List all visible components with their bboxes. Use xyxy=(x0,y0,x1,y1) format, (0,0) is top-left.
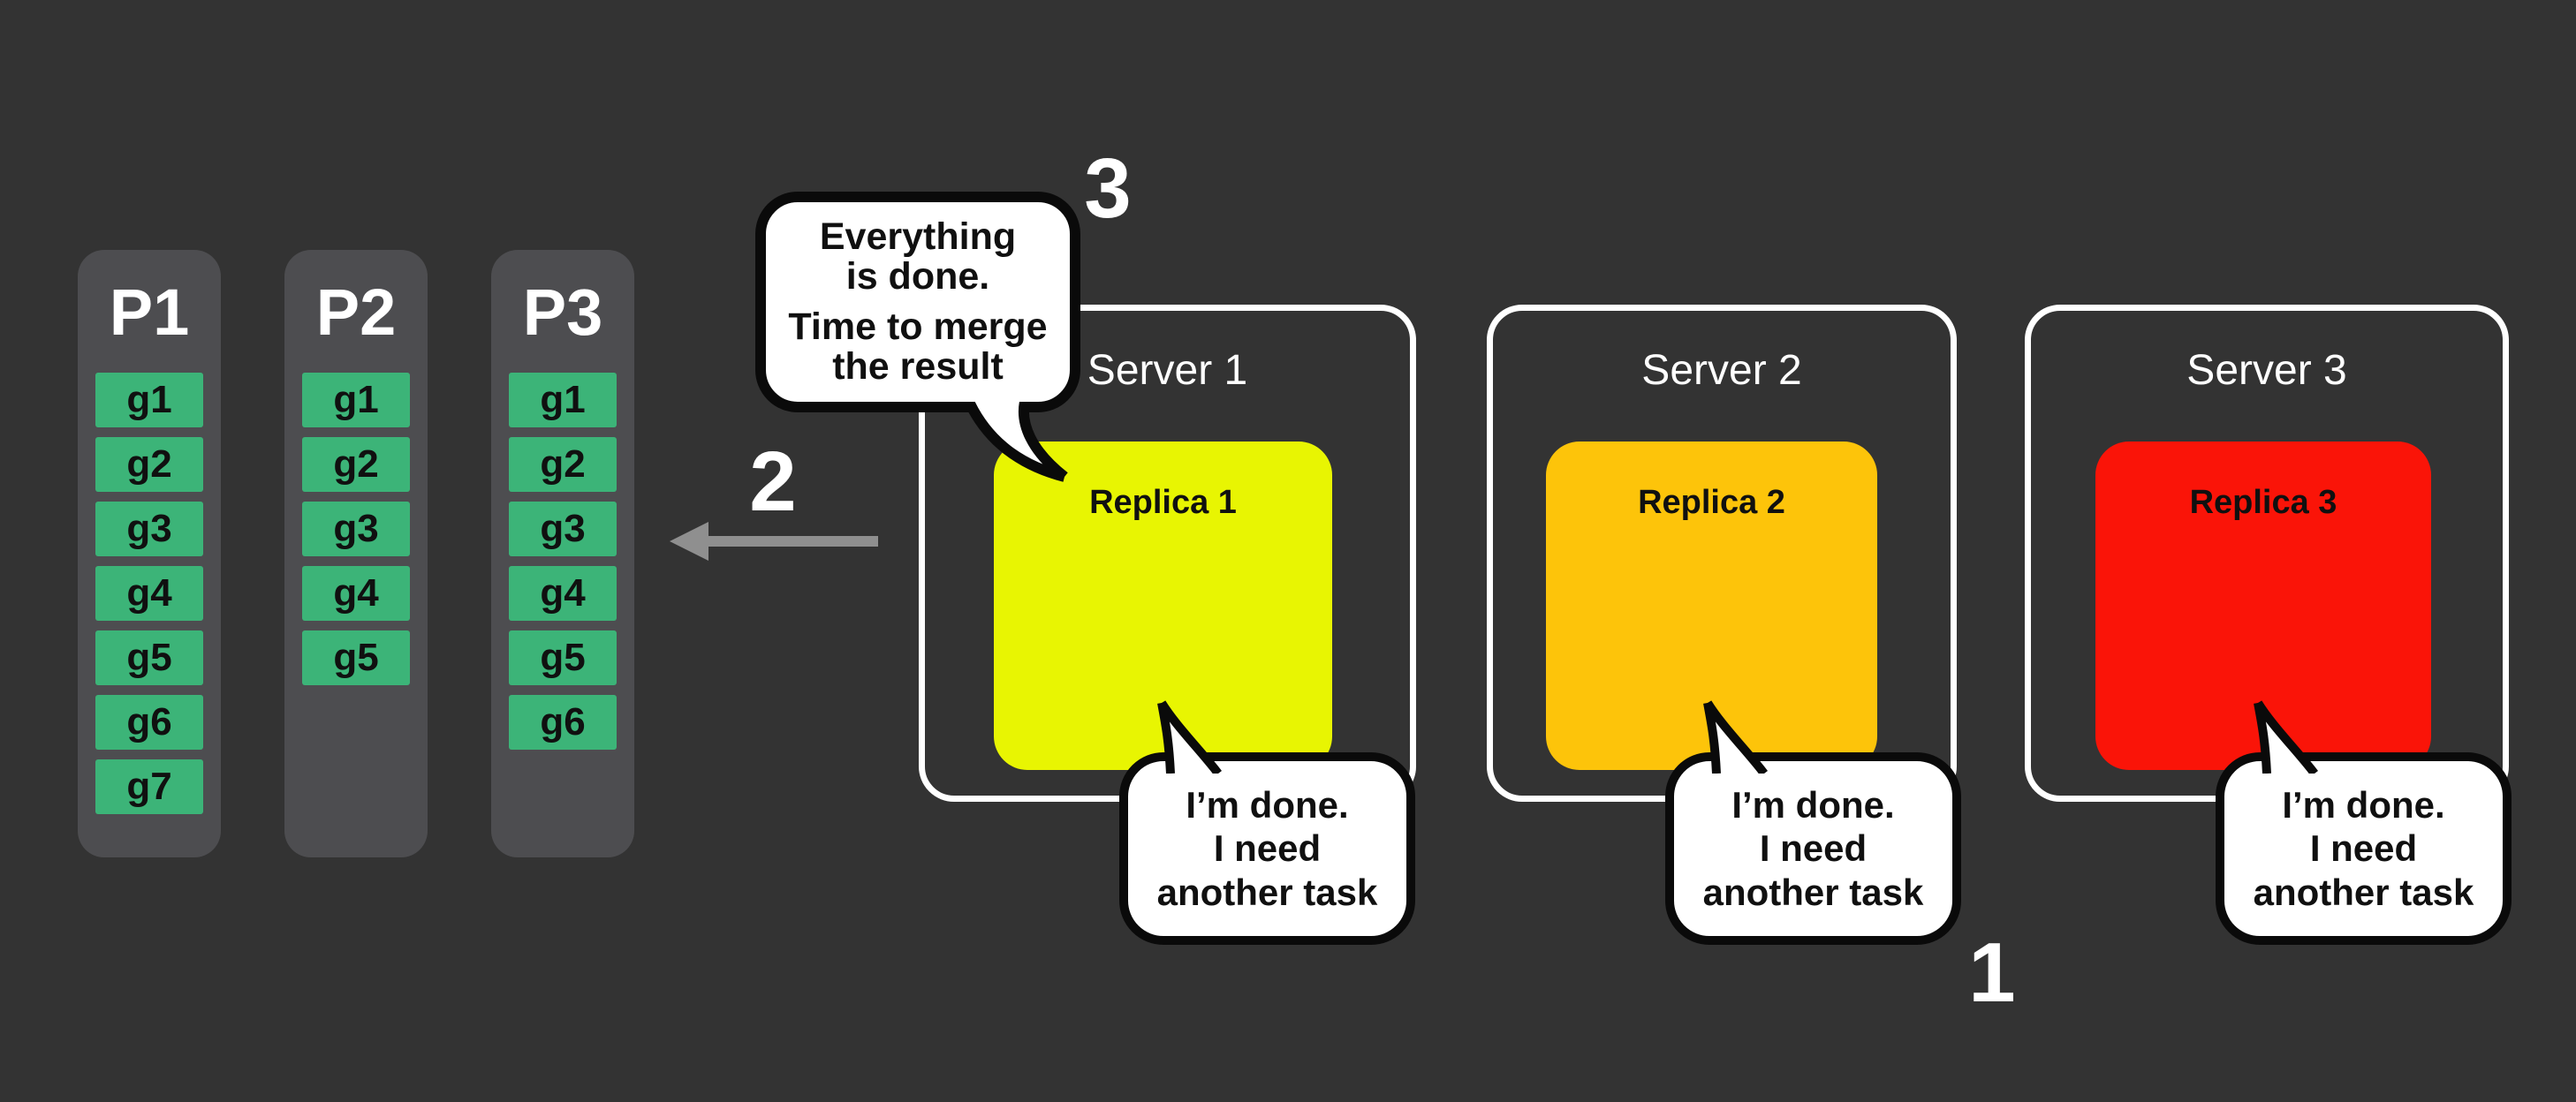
speech-text: I’m done. I need another task xyxy=(1156,783,1378,913)
step-label-1: 1 xyxy=(1968,925,2016,1020)
server-title: Server 3 xyxy=(2186,347,2347,394)
task-list: g1 g2 g3 g4 g5 g6 xyxy=(509,373,617,751)
partition-title: P1 xyxy=(109,276,190,349)
task-chip: g2 xyxy=(509,437,617,493)
speech-bubble-done-3: I’m done. I need another task xyxy=(2216,752,2512,945)
partition-title: P2 xyxy=(315,276,397,349)
speech-bubble-done-2: I’m done. I need another task xyxy=(1665,752,1961,945)
task-chip: g4 xyxy=(95,566,203,622)
partition-p2: P2 g1 g2 g3 g4 g5 xyxy=(284,250,428,857)
task-chip: g7 xyxy=(95,759,203,815)
task-chip: g1 xyxy=(95,373,203,428)
task-chip: g3 xyxy=(95,502,203,557)
task-chip: g2 xyxy=(95,437,203,493)
replica-label: Replica 2 xyxy=(1638,484,1785,521)
speech-bubble-tail xyxy=(1703,700,1768,774)
speech-bubble-tail xyxy=(1157,700,1222,774)
task-chip: g5 xyxy=(509,630,617,686)
task-list: g1 g2 g3 g4 g5 xyxy=(302,373,410,686)
speech-text: Everything is done. xyxy=(819,215,1017,298)
task-list: g1 g2 g3 g4 g5 g6 g7 xyxy=(95,373,203,815)
server-title: Server 1 xyxy=(1087,347,1248,394)
replica-label: Replica 1 xyxy=(1089,484,1237,521)
task-chip: g4 xyxy=(302,566,410,622)
speech-text: I’m done. I need another task xyxy=(2253,783,2474,913)
speech-bubble-merge: Everything is done. Time to merge the re… xyxy=(755,192,1080,412)
task-chip: g3 xyxy=(302,502,410,557)
left-arrow-icon xyxy=(670,522,878,561)
task-chip: g4 xyxy=(509,566,617,622)
task-chip: g1 xyxy=(509,373,617,428)
partition-p1: P1 g1 g2 g3 g4 g5 g6 g7 xyxy=(78,250,221,857)
task-chip: g1 xyxy=(302,373,410,428)
speech-bubble-tail xyxy=(2254,700,2318,774)
step-label-2: 2 xyxy=(749,434,797,529)
replica-box-2: Replica 2 xyxy=(1546,442,1877,770)
step-label-3: 3 xyxy=(1084,141,1132,236)
task-chip: g6 xyxy=(509,695,617,751)
task-chip: g6 xyxy=(95,695,203,751)
task-chip: g5 xyxy=(95,630,203,686)
speech-bubble-done-1: I’m done. I need another task xyxy=(1119,752,1415,945)
task-chip: g5 xyxy=(302,630,410,686)
speech-text: I’m done. I need another task xyxy=(1702,783,1924,913)
server-title: Server 2 xyxy=(1641,347,1802,394)
task-chip: g2 xyxy=(302,437,410,493)
partition-title: P3 xyxy=(522,276,603,349)
speech-bubble-tail xyxy=(964,402,1068,482)
task-chip: g3 xyxy=(509,502,617,557)
speech-text: Time to merge the result xyxy=(788,305,1048,388)
partition-p3: P3 g1 g2 g3 g4 g5 g6 xyxy=(491,250,634,857)
replica-label: Replica 3 xyxy=(2189,484,2337,521)
